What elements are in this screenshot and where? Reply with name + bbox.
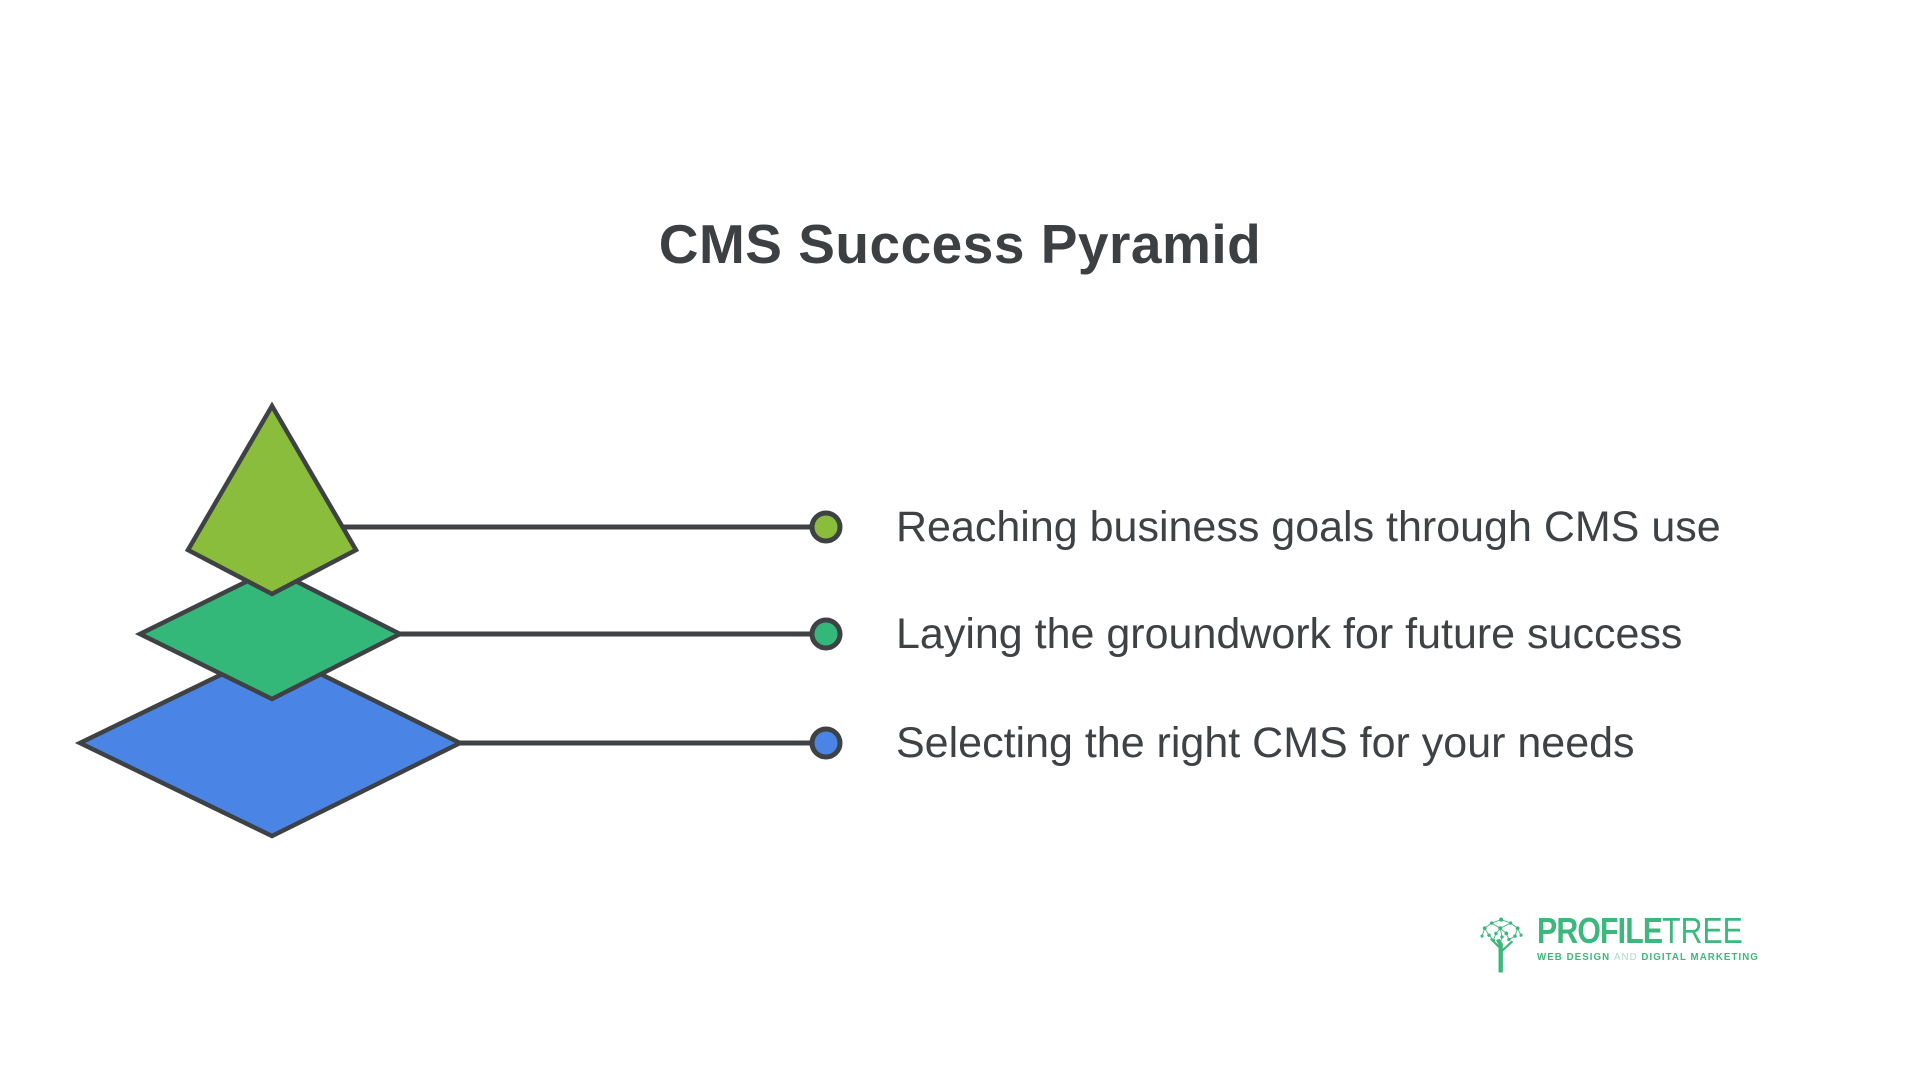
logo-tagline-and: AND xyxy=(1613,952,1638,963)
logo-text-block: PROFILETREE WEB DESIGN AND DIGITAL MARKE… xyxy=(1537,912,1782,964)
logo-tagline-lead: WEB DESIGN xyxy=(1537,952,1611,963)
logo-brand-light: TREE xyxy=(1662,910,1743,951)
connector-dot-1 xyxy=(809,510,843,544)
logo-tagline: WEB DESIGN AND DIGITAL MARKETING xyxy=(1537,952,1775,963)
connector-dot-3 xyxy=(809,726,843,760)
profiletree-logo: PROFILETREE WEB DESIGN AND DIGITAL MARKE… xyxy=(1476,912,1782,974)
pyramid-level-bottom-shape xyxy=(74,647,466,839)
logo-tagline-tail: DIGITAL MARKETING xyxy=(1641,952,1759,963)
level-label-bottom: Selecting the right CMS for your needs xyxy=(896,719,1635,767)
logo-brand: PROFILETREE xyxy=(1537,912,1743,950)
level-label-middle: Laying the groundwork for future success xyxy=(896,610,1683,658)
tree-network-icon xyxy=(1480,917,1523,973)
page-title: CMS Success Pyramid xyxy=(658,213,1262,275)
level-label-top: Reaching business goals through CMS use xyxy=(896,503,1721,551)
connector-dot-2 xyxy=(809,617,843,651)
pyramid-level-top-shape xyxy=(184,401,360,597)
logo-brand-bold: PROFILE xyxy=(1537,910,1663,951)
pyramid-level-middle-shape xyxy=(134,566,405,702)
